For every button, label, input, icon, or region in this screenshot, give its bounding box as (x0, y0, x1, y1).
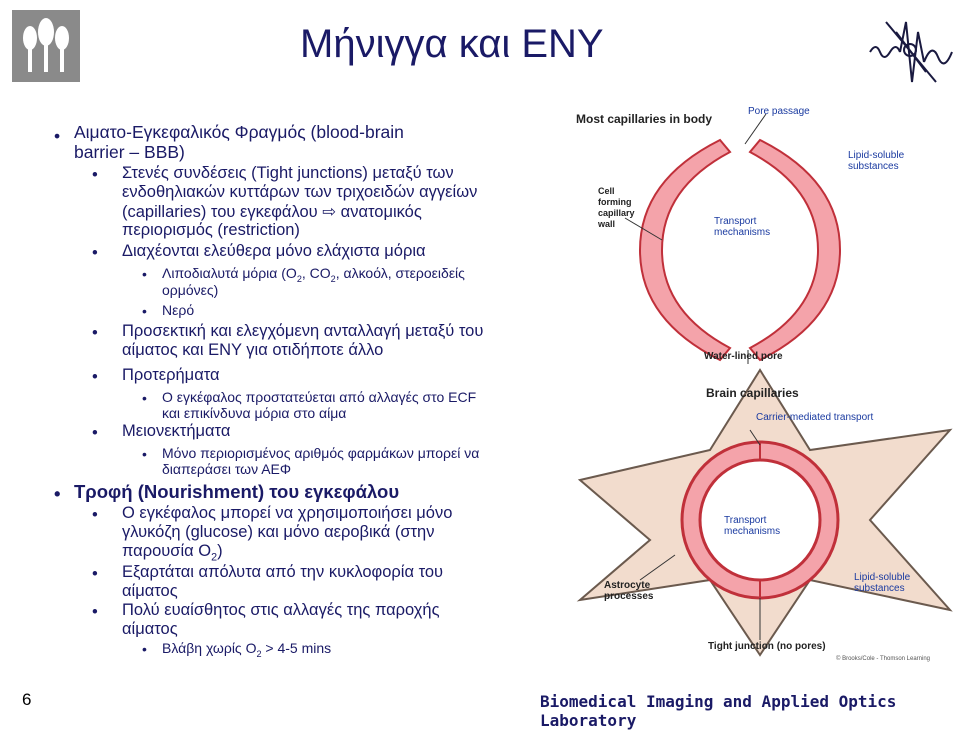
page-number: 6 (22, 690, 32, 709)
tight-junction-label: Tight junction (no pores) (708, 641, 826, 652)
tight-junction-text: περιορισμός (restriction) (122, 221, 300, 239)
advantages-heading: Προτερήματα (122, 366, 220, 384)
lipid-text: Λιποδιαλυτά μόρια (O2, CO2, αλκοόλ, στερ… (162, 265, 465, 284)
capillary-wall-right-shape (748, 138, 842, 362)
bullet-marker: • (92, 324, 98, 342)
capillary-diagram-svg (576, 113, 953, 657)
sub-bullet-marker: • (142, 303, 147, 319)
image-credit: © Brooks/Cole - Thomson Learning (836, 656, 931, 662)
tight-junction-text: ενδοθηλιακών κυττάρων των τριχοειδών αγγ… (122, 183, 478, 201)
diffusion-text: Διαχέονται ελεύθερα μόνο ελάχιστα μόρια (122, 242, 426, 260)
bullet-marker: • (54, 483, 61, 504)
capillary-diagram: Most capillaries in body Pore passage Li… (570, 100, 960, 662)
bullet-marker: • (92, 603, 98, 621)
cell-wall-pointer (624, 217, 663, 241)
bbb-heading-cont: barrier – BBB) (74, 142, 185, 162)
slide-title: Μήνιγγα και ΕΝΥ (300, 22, 604, 66)
water-text: Νερό (162, 302, 195, 318)
pore-passage-label: Pore passage (748, 106, 810, 117)
bullet-marker: • (92, 368, 98, 386)
brain-capillaries-label: Brain capillaries (706, 386, 799, 400)
carrier-pointer (749, 429, 761, 446)
sensitivity-text: Πολύ ευαίσθητος στις αλλαγές της παροχής (122, 601, 440, 619)
bullet-marker: • (54, 126, 61, 146)
sub-bullet-marker: • (142, 446, 147, 462)
lipid-text: ορμόνες) (162, 282, 219, 298)
exchange-text: Προσεκτική και ελεγχόμενη ανταλλαγή μετα… (122, 322, 484, 340)
sub-bullet-marker: • (142, 641, 147, 657)
water-pore-label: Water-lined pore (704, 351, 783, 362)
glucose-text: Ο εγκέφαλος μπορεί να χρησιμοποιήσει μόν… (122, 504, 453, 522)
pore-passage-pointer (744, 113, 767, 145)
astrocyte-pointer (639, 554, 676, 581)
university-logo-icon (12, 10, 80, 82)
disadvantages-text: διαπεράσει των ΑΕΦ (162, 461, 292, 477)
arrow-icon: ⇨ (322, 203, 337, 221)
dependency-text: Εξαρτάται απόλυτα από την κυκλοφορία του (122, 563, 444, 581)
disadvantages-heading: Μειονεκτήματα (122, 422, 231, 440)
bbb-heading: Αιματο-Εγκεφαλικός Φραγμός (blood-brain (74, 122, 404, 142)
disadvantages-text: Μόνο περιορισμένος αριθμός φαρμάκων μπορ… (162, 445, 480, 461)
tight-junction-text: Στενές συνδέσεις (Tight junctions) μεταξ… (122, 164, 454, 182)
sensitivity-text: αίματος (122, 620, 178, 638)
damage-text: Βλάβη χωρίς O2 > 4-5 mins (162, 640, 332, 659)
dependency-text: αίματος (122, 582, 178, 600)
advantages-text: και επικίνδυνα μόρια στο αίμα (162, 405, 347, 421)
exchange-text: αίματος και ΕΝΥ για οτιδήποτε άλλο (122, 341, 384, 359)
glucose-text: παρουσία O2) (122, 542, 223, 564)
most-capillaries-label: Most capillaries in body (576, 112, 713, 126)
bullet-marker: • (92, 166, 98, 184)
sub-bullet-marker: • (142, 390, 147, 406)
glucose-text: γλυκόζη (glucose) και μόνο αεροβικά (στη… (122, 523, 435, 541)
capillary-wall-left-shape (638, 138, 732, 362)
bullet-marker: • (92, 424, 98, 442)
bullet-marker: • (92, 506, 98, 524)
sub-bullet-marker: • (142, 266, 147, 282)
bullet-marker: • (92, 565, 98, 583)
carrier-transport-label: Carrier-mediated transport (756, 412, 874, 423)
advantages-text: Ο εγκέφαλος προστατεύεται από αλλαγές στ… (162, 389, 477, 405)
tight-junction-text: (capillaries) του εγκεφάλου ⇨ ανατομικός (122, 203, 422, 221)
nourishment-heading: Τροφή (Nourishment) του εγκεφάλου (74, 481, 400, 502)
footer-lab-name: Biomedical Imaging and Applied Optics La… (540, 692, 897, 730)
lab-waveform-logo-icon (869, 21, 953, 83)
bullet-marker: • (92, 244, 98, 262)
